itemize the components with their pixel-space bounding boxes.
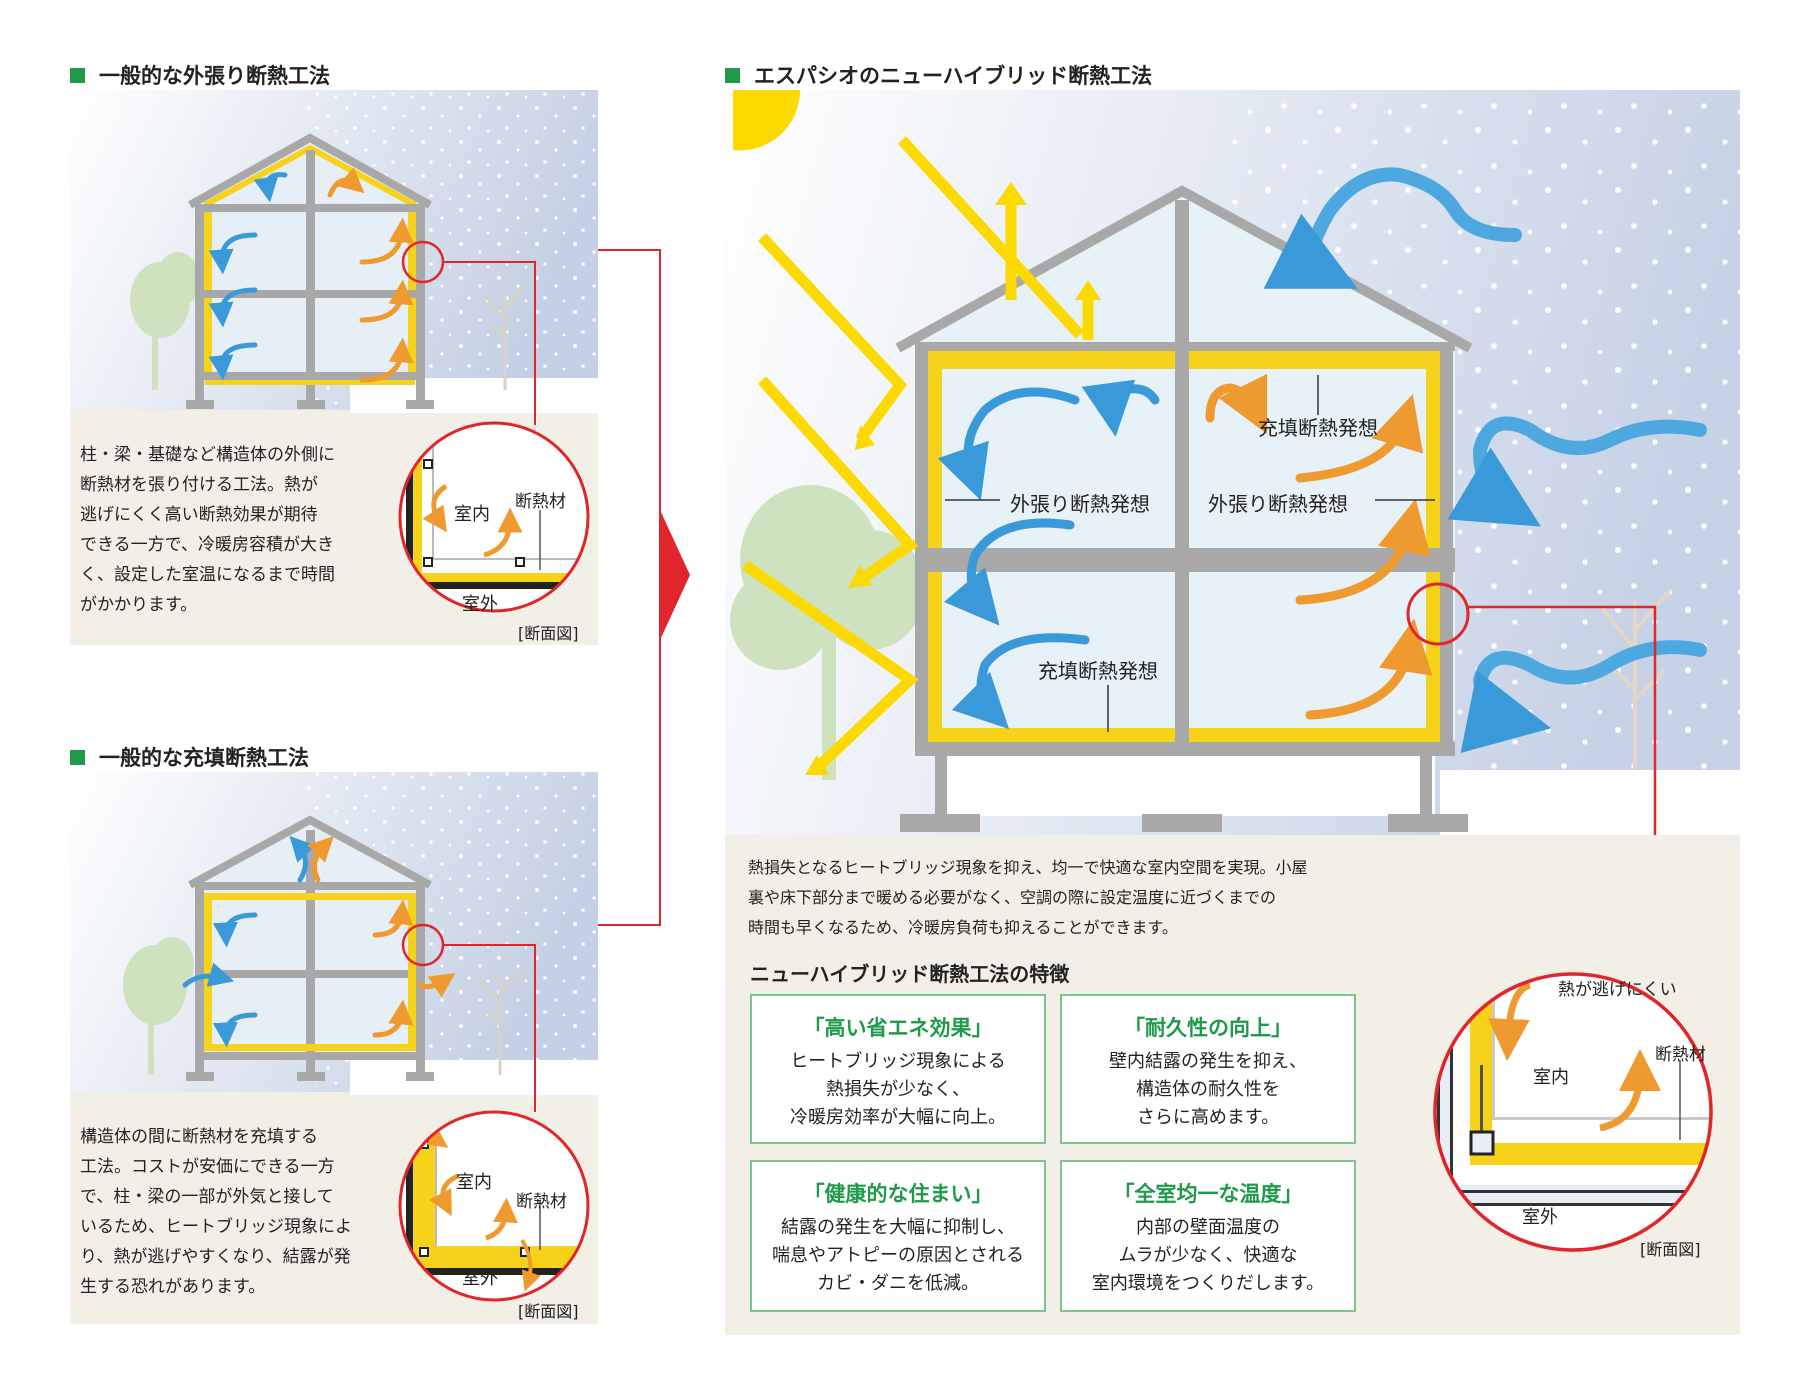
green-square-icon [70,749,85,765]
exterior-section-detail [398,421,590,613]
hybrid-section-detail [1433,972,1713,1252]
hybrid-label-exterior-left: 外張り断熱発想 [1010,492,1150,516]
sun-icon [733,90,801,151]
filling-description: 構造体の間に断熱材を充填する 工法。コストが安価にできる一方 で、柱・梁の一部が… [80,1127,352,1297]
filling-caption: [断面図] [518,1302,579,1321]
feature-card-body: 壁内結露の発生を抑え、 構造体の耐久性を さらに高めます。 [1109,1051,1307,1128]
tree-icon [130,252,200,390]
hybrid-label-indoor: 室内 [1533,1067,1569,1088]
tree-icon [730,485,925,780]
filling-label-indoor: 室内 [456,1172,492,1193]
filling-label-insulation: 断熱材 [516,1192,567,1212]
tree-icon [123,937,194,1075]
exterior-label-outdoor: 室外 [462,594,498,615]
arrow-right-icon [660,510,690,640]
feature-card-title: 「健康的な住まい」 [803,1182,993,1206]
bare-tree-icon [1598,588,1672,770]
hybrid-label-outdoor: 室外 [1522,1207,1558,1228]
feature-card: 「高い省エネ効果」 ヒートブリッジ現象による 熱損失が少なく、 冷暖房効率が大幅… [750,994,1046,1144]
feature-card-body: ヒートブリッジ現象による 熱損失が少なく、 冷暖房効率が大幅に向上。 [790,1051,1006,1128]
feature-card-title: 「全室均一な温度」 [1113,1182,1303,1206]
bare-tree-icon [483,284,527,390]
feature-card-title: 「高い省エネ効果」 [803,1016,993,1040]
hybrid-label-filling-top: 充填断熱発想 [1258,416,1378,440]
feature-card-body: 結露の発生を大幅に抑制し、 喘息やアトピーの原因とされる カビ・ダニを低減。 [772,1217,1024,1294]
feature-card-title: 「耐久性の向上」 [1124,1016,1292,1040]
green-square-icon [725,67,740,83]
feature-card-body: 内部の壁面温度の ムラが少なく、快適な 室内環境をつくりだします。 [1091,1217,1325,1294]
exterior-label-indoor: 室内 [454,504,490,525]
bare-tree-icon [478,969,522,1075]
filling-house-illustration [70,772,598,1324]
exterior-label-insulation: 断熱材 [515,492,566,512]
hybrid-label-filling-bottom: 充填断熱発想 [1038,659,1158,683]
features-title: ニューハイブリッド断熱工法の特徴 [750,962,1070,986]
hybrid-caption: [断面図] [1640,1240,1701,1259]
green-square-icon [70,67,85,83]
feature-card: 「健康的な住まい」 結露の発生を大幅に抑制し、 喘息やアトピーの原因とされる カ… [750,1160,1046,1312]
exterior-section-title: 一般的な外張り断熱工法 [70,60,330,90]
hybrid-label-exterior-right: 外張り断熱発想 [1208,492,1348,516]
feature-card: 「全室均一な温度」 内部の壁面温度の ムラが少なく、快適な 室内環境をつくりだし… [1060,1160,1356,1312]
exterior-caption: [断面図] [518,624,579,643]
connector-lines [598,249,661,926]
filling-section-title: 一般的な充填断熱工法 [70,742,309,772]
exterior-house-illustration [70,90,598,645]
hybrid-label-heat: 熱が逃げにくい [1558,980,1677,1000]
filling-label-outdoor: 室外 [462,1268,498,1289]
hybrid-description: 熱損失となるヒートブリッジ現象を抑え、均一で快適な室内空間を実現。小屋 裏や床下… [748,858,1308,937]
feature-card: 「耐久性の向上」 壁内結露の発生を抑え、 構造体の耐久性を さらに高めます。 [1060,994,1356,1144]
exterior-description: 柱・梁・基礎など構造体の外側に 断熱材を張り付ける工法。熱が 逃げにくく高い断熱… [80,445,335,615]
hybrid-section-title: エスパシオのニューハイブリッド断熱工法 [725,60,1152,90]
hybrid-label-insulation: 断熱材 [1655,1045,1706,1065]
hybrid-house-illustration [725,90,1740,1335]
